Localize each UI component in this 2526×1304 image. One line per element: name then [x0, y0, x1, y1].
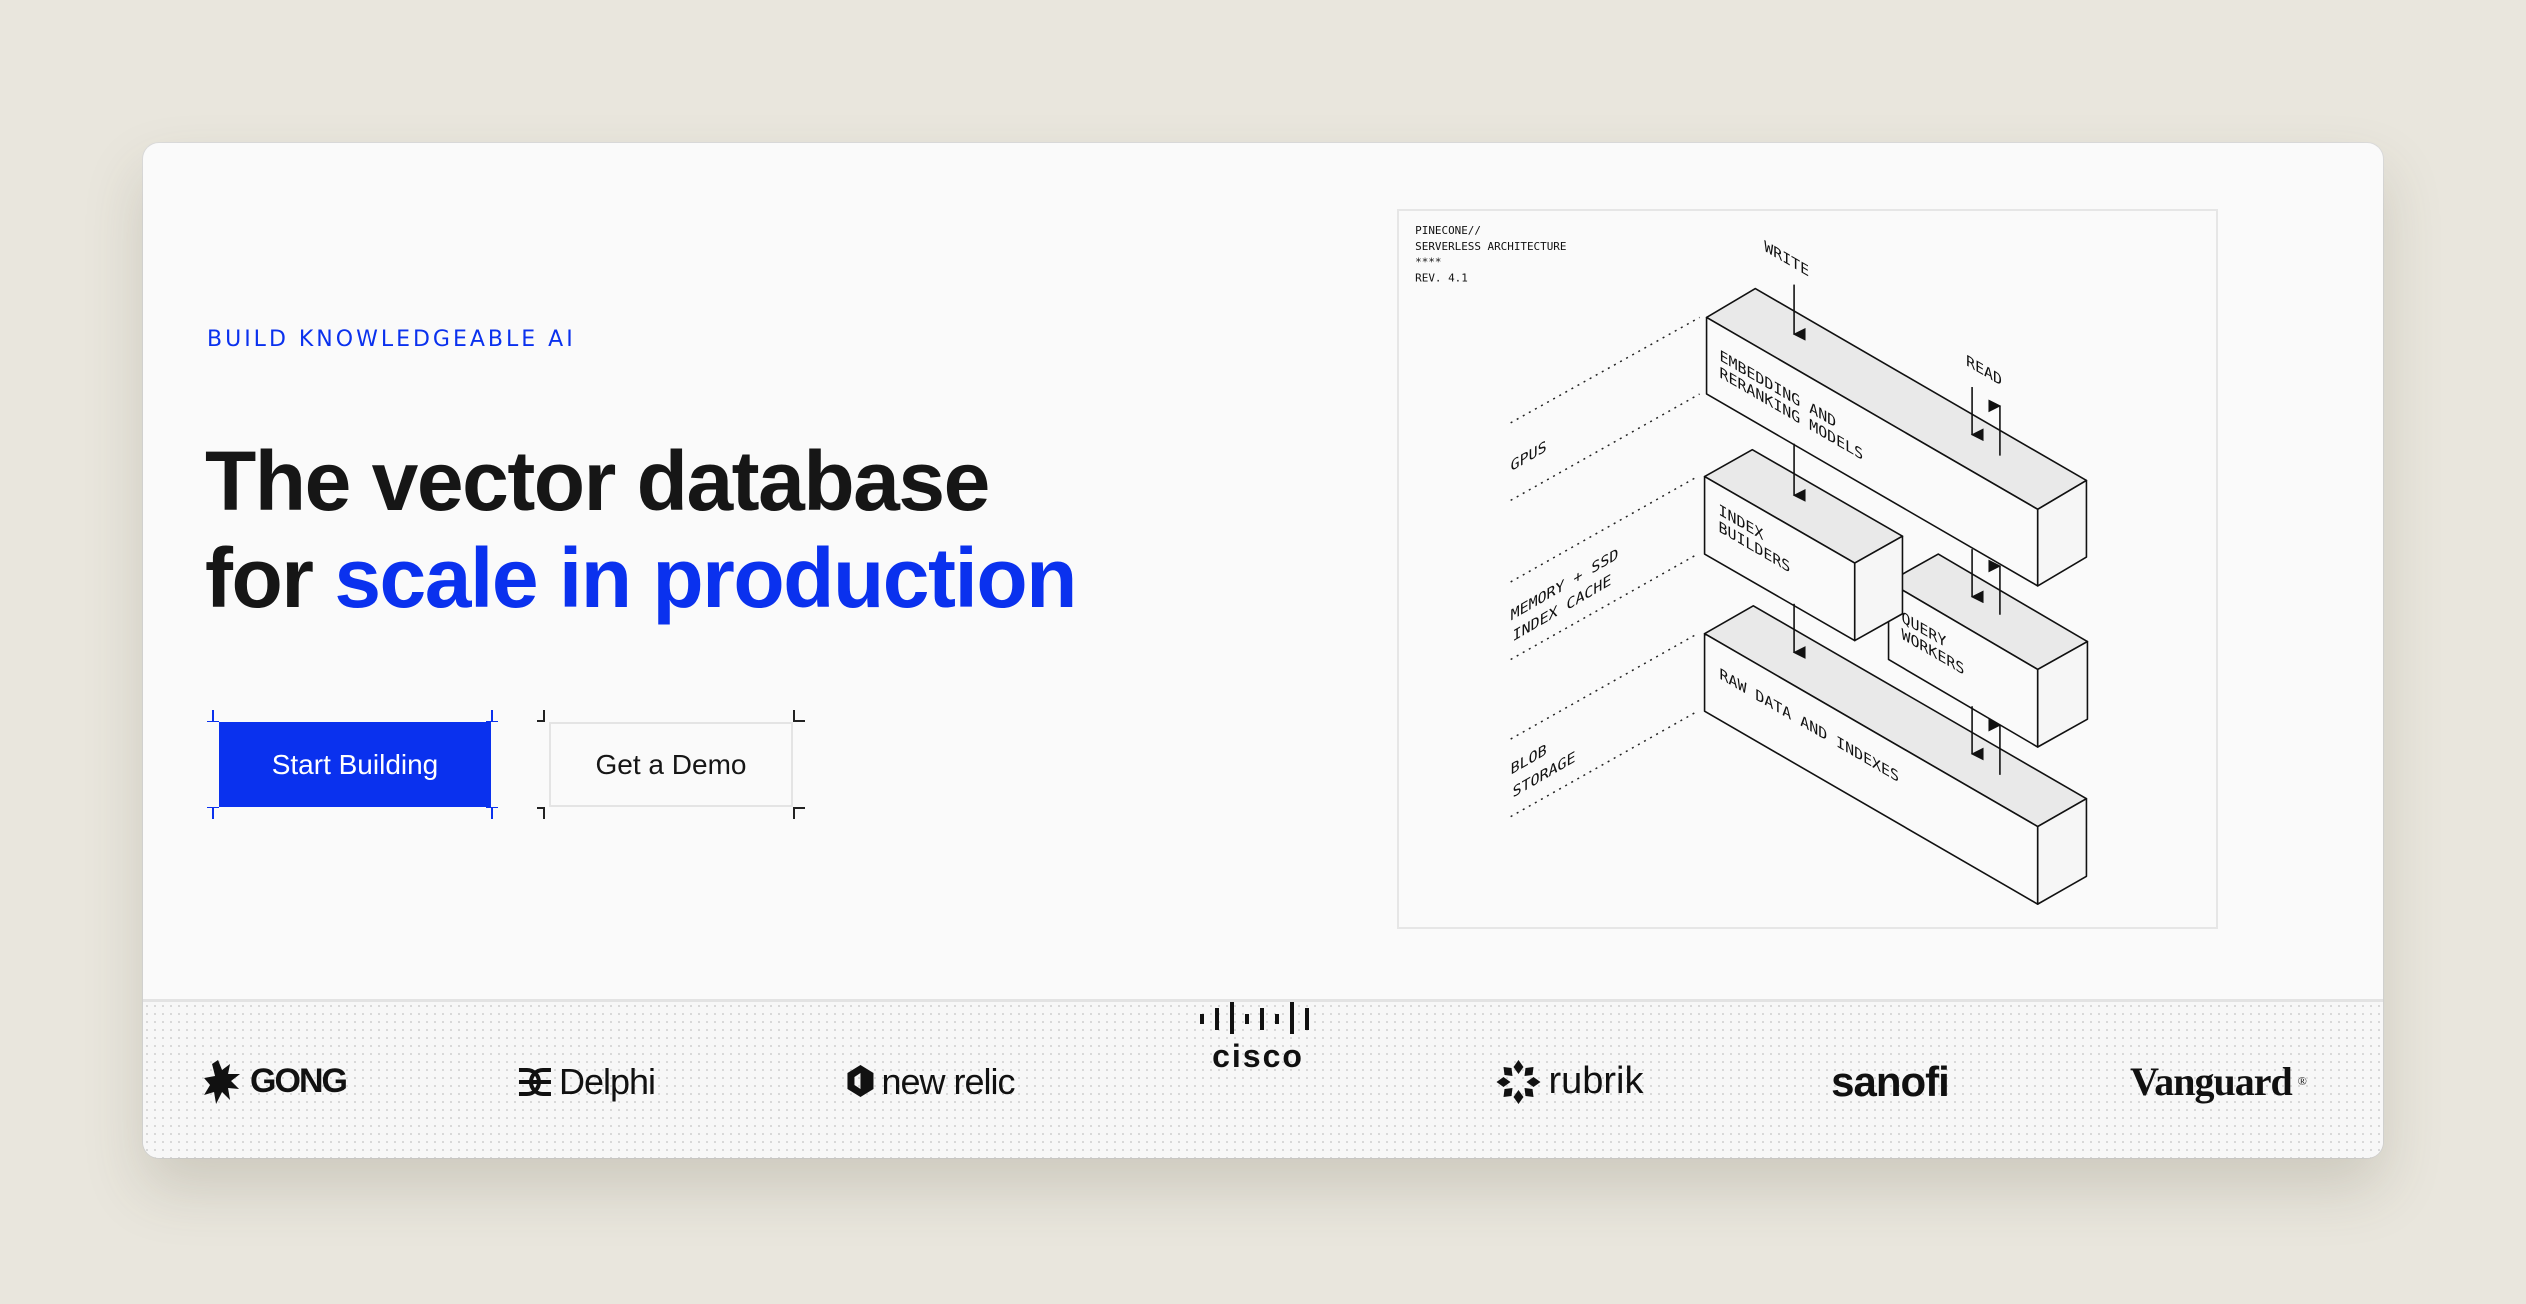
architecture-diagram-svg: PINECONE// SERVERLESS ARCHITECTURE **** … — [1415, 224, 2089, 905]
architecture-diagram: PINECONE// SERVERLESS ARCHITECTURE **** … — [1397, 209, 2218, 929]
logo-gong: GONG — [204, 1002, 348, 1158]
logo-sanofi: sanofi — [1831, 1057, 1950, 1105]
rubrik-diamonds-icon — [1496, 1059, 1541, 1104]
headline-line-1: The vector database — [205, 434, 990, 528]
query-workers-box — [1887, 553, 2089, 748]
corner-mark — [793, 710, 805, 722]
end-face — [2036, 479, 2088, 587]
read-label: READ — [1966, 351, 2002, 389]
write-label: WRITE — [1764, 237, 1809, 281]
page-title: The vector database for scale in product… — [205, 433, 1077, 627]
logo-delphi: Delphi — [517, 1002, 656, 1158]
corner-mark — [537, 710, 545, 722]
eyebrow-text: BUILD KNOWLEDGEABLE AI — [207, 327, 576, 352]
headline-highlight: scale in production — [334, 531, 1077, 625]
corner-mark — [486, 807, 498, 819]
new-relic-hex-icon — [847, 1064, 874, 1097]
hero-card: BUILD KNOWLEDGEABLE AI The vector databa… — [143, 143, 2383, 1158]
headline-for: for — [205, 531, 314, 625]
start-building-button[interactable]: Start Building — [219, 722, 491, 807]
raw-data-box — [1703, 604, 2088, 905]
diagram-header-line: PINECONE// — [1415, 224, 1481, 237]
registered-mark: ® — [2297, 1074, 2307, 1088]
customer-logos-strip: GONG Delphi new relic cisco rubrik sanof… — [143, 999, 2383, 1158]
logo-rubrik: rubrik — [1494, 1002, 1644, 1158]
corner-mark — [207, 710, 219, 722]
embedding-models-box — [1705, 287, 2088, 587]
corner-mark — [537, 807, 545, 819]
corner-mark — [793, 807, 805, 819]
headline-line-2: for scale in production — [205, 530, 1077, 627]
cisco-bars-icon — [1200, 1002, 1309, 1034]
get-a-demo-button[interactable]: Get a Demo — [549, 722, 793, 807]
layer-labels: GPUS MEMORY + SSD INDEX CACHE BLOB STORA… — [1511, 437, 1619, 802]
corner-mark — [207, 807, 219, 819]
diagram-header-line: **** — [1415, 256, 1441, 269]
logo-new-relic: new relic — [845, 1002, 1016, 1158]
end-face — [2036, 640, 2089, 748]
flow-arrows — [1792, 284, 2002, 775]
diagram-header-line: SERVERLESS ARCHITECTURE — [1415, 240, 1566, 253]
layer-label-gpus: GPUS — [1511, 437, 1547, 475]
layer-guide-lines — [1510, 316, 1700, 818]
delphi-mark-icon — [518, 1067, 551, 1096]
end-face — [1853, 535, 1904, 642]
diagram-header-line: REV. 4.1 — [1415, 272, 1468, 285]
gong-burst-icon — [204, 1059, 241, 1104]
logo-cisco: cisco — [1198, 1002, 1318, 1158]
logo-vanguard: Vanguard® — [2130, 1059, 2307, 1104]
end-face — [2036, 797, 2088, 905]
index-builders-box — [1703, 448, 1904, 642]
corner-mark — [486, 710, 498, 722]
diagram-header: PINECONE// SERVERLESS ARCHITECTURE **** … — [1415, 224, 1566, 285]
